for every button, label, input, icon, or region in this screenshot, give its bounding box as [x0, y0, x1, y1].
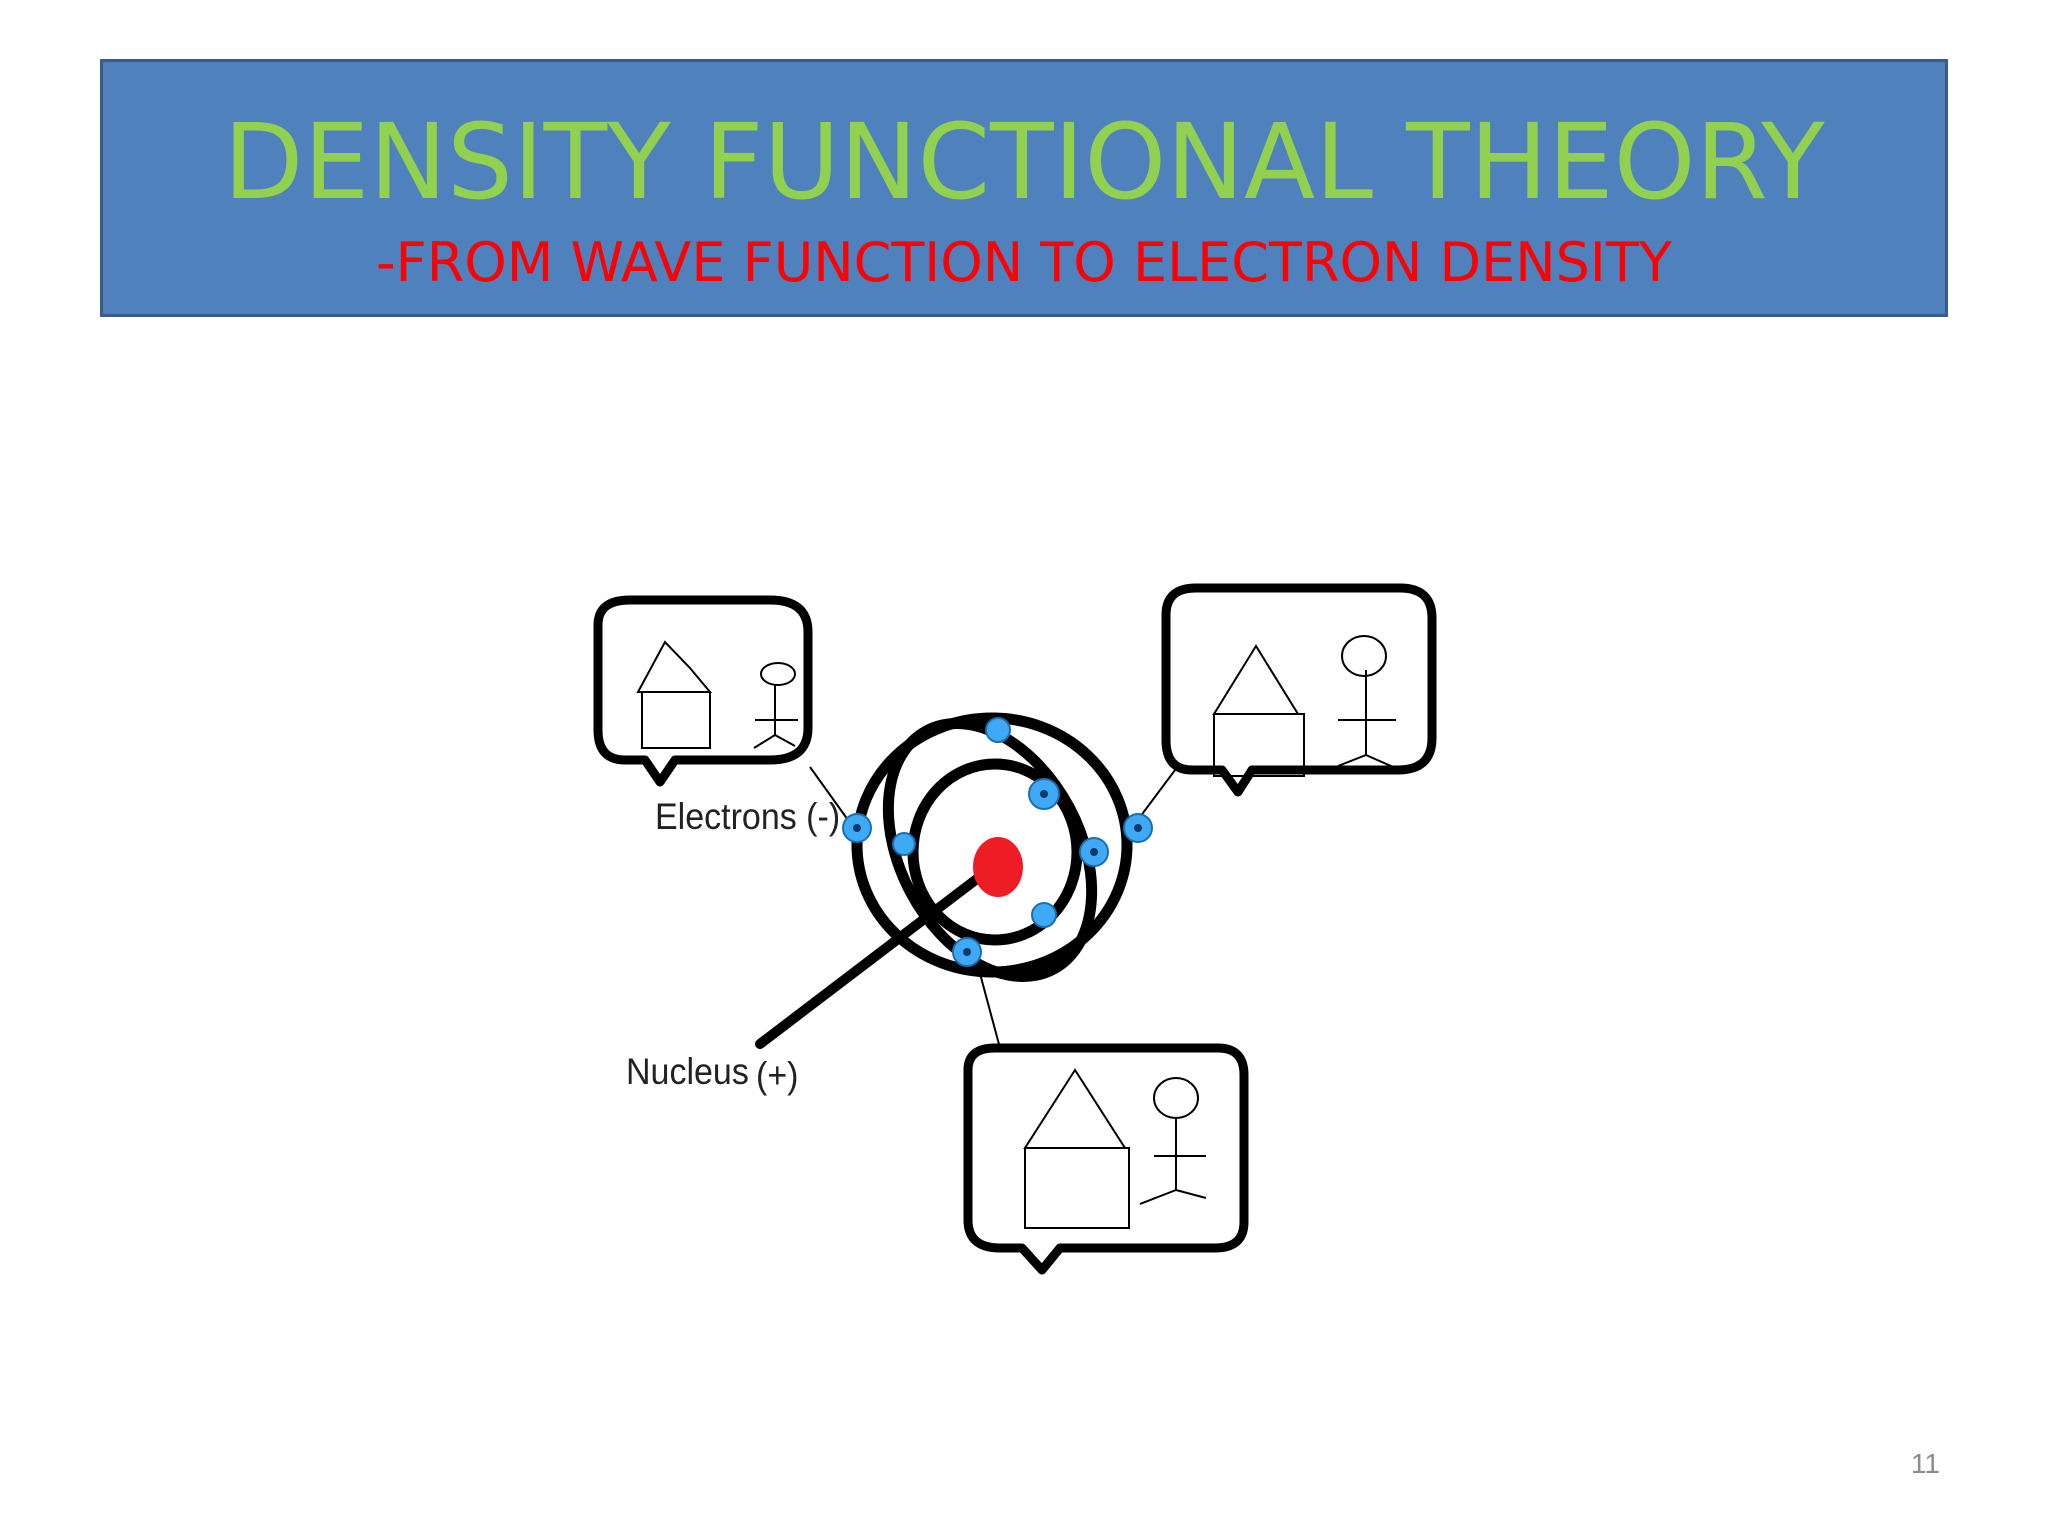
slide-title: DENSITY FUNCTIONAL THEORY — [223, 101, 1825, 223]
house-body — [1024, 1147, 1130, 1229]
slide-number: 11 — [1910, 1448, 1940, 1479]
electron — [1031, 902, 1057, 928]
orbit-rings — [851, 712, 1133, 982]
electrons-label: Electrons (-) — [655, 796, 841, 838]
electron — [985, 717, 1011, 743]
atom-illustration — [593, 583, 1437, 1275]
nucleus-charge-label: (+) — [756, 1055, 799, 1097]
stick-figure — [1337, 635, 1401, 771]
house-body — [641, 691, 711, 749]
house-body — [1213, 713, 1305, 777]
nucleus — [973, 837, 1023, 897]
title-banner: DENSITY FUNCTIONAL THEORY -FROM WAVE FUN… — [100, 59, 1948, 317]
nucleus-pointer — [755, 870, 987, 1049]
nucleus-label: Nucleus — [626, 1051, 749, 1093]
stick-figure — [753, 662, 798, 749]
electron — [892, 832, 916, 856]
electron-centers — [853, 790, 1142, 956]
orbit-inner — [907, 758, 1083, 946]
speech-bubble-bottom — [963, 1043, 1249, 1275]
speech-bubble-left — [593, 595, 813, 787]
stick-figure — [1139, 1077, 1207, 1205]
slide-subtitle: -FROM WAVE FUNCTION TO ELECTRON DENSITY — [376, 231, 1672, 294]
speech-bubble-right — [1161, 583, 1437, 797]
connector-line-left — [809, 766, 854, 828]
atom-diagram: Electrons (-) Nucleus (+) — [570, 570, 1470, 1290]
